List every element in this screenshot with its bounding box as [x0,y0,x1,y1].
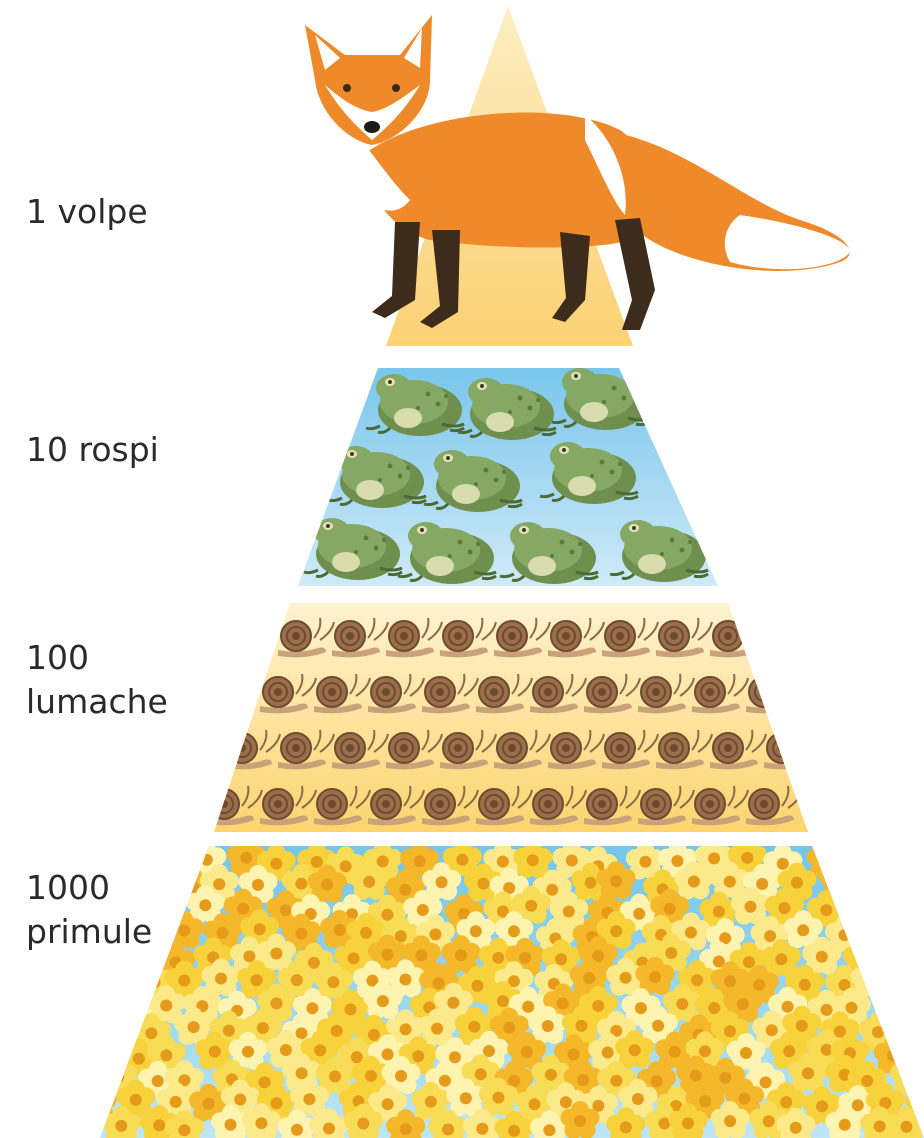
label-toad-level: 10 rospi [26,428,159,472]
primrose-icon [872,841,911,879]
label-fox-level: 1 volpe [26,190,148,234]
primrose-icon [914,1031,924,1069]
primrose-icon [889,1012,924,1050]
primrose-icon [905,934,924,972]
label-snail-level-count: 100 [26,636,89,680]
primrose-icon [849,866,888,904]
primrose-icon [147,886,186,924]
snail-icon [764,730,820,769]
primrose-icon [147,846,186,884]
snail-icon [206,674,262,713]
primrose-icon [905,984,924,1022]
label-primrose-level-name: primule [26,910,152,954]
label-primrose-level-count: 1000 [26,866,110,910]
primrose-icon [869,892,908,930]
snail-icon [764,618,820,657]
primrose-icon [836,841,875,879]
fox-illustration [305,15,850,330]
primrose-icon [905,844,924,882]
primrose-icon [875,940,914,978]
primrose-icon [877,984,916,1022]
snail-icon [710,618,766,657]
primrose-icon [92,960,131,998]
primrose-icon [835,887,874,925]
primrose-icon [885,913,924,951]
primrose-icon [76,989,115,1027]
primrose-icon [890,1056,924,1094]
primrose-icon [852,915,891,953]
snail-icon [746,674,802,713]
primrose-icon [79,1038,118,1076]
primrose-icon [113,841,152,879]
primrose-icon [884,869,923,907]
label-snail-level-name: lumache [26,680,168,724]
primrose-icon [896,964,924,1002]
snail-icon [224,618,280,657]
primrose-icon [914,891,924,929]
primrose-icon [141,870,180,908]
primroses-group [76,838,924,1138]
